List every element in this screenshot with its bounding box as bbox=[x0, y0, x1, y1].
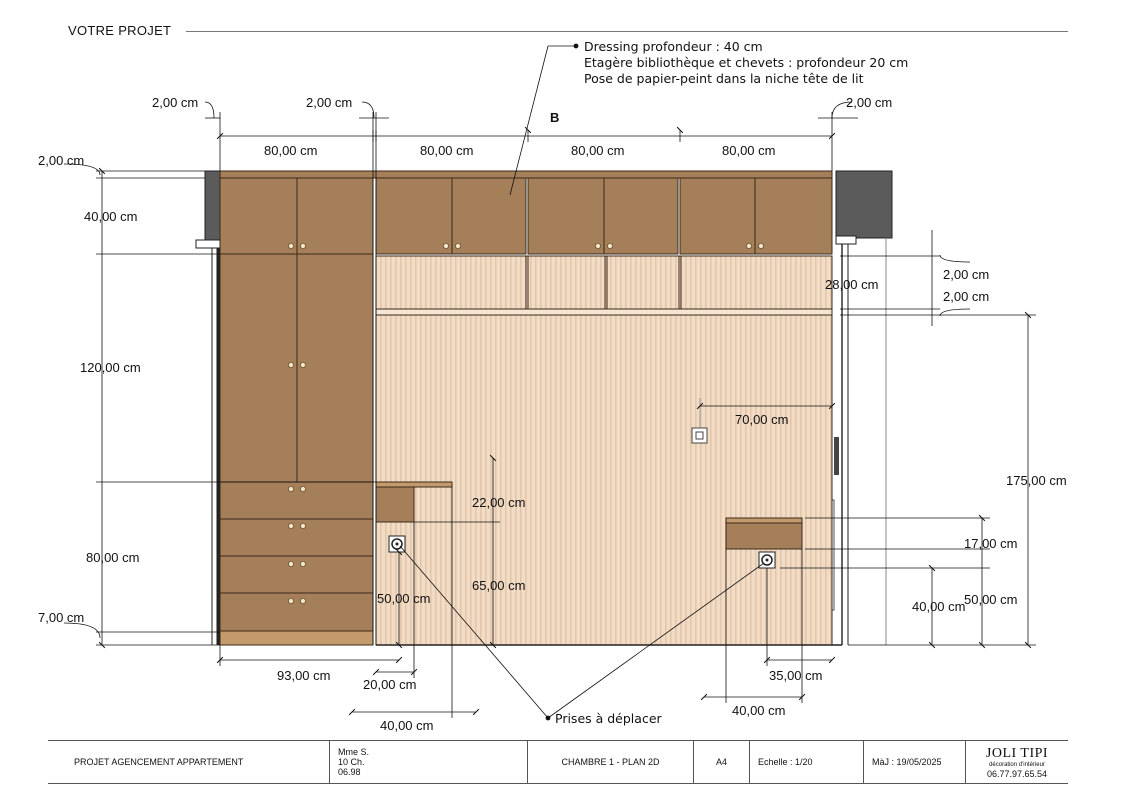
dim-bottom-right-socket: 35,00 cm bbox=[769, 668, 822, 683]
note-bullet bbox=[573, 43, 579, 49]
title-block: PROJET AGENCEMENT APPARTEMENT Mme S. 10 … bbox=[48, 740, 1068, 784]
dressing-column bbox=[219, 253, 374, 646]
dim-shelf-gap-top: 2,00 cm bbox=[943, 267, 989, 282]
elevation-drawing: Dressing profondeur : 40 cm Etagère bibl… bbox=[38, 39, 1067, 733]
brand-phone: 06.77.97.65.54 bbox=[986, 768, 1048, 779]
dimension-lines bbox=[63, 45, 1036, 719]
client-rooms: 10 Ch. bbox=[338, 757, 365, 767]
dim-right-socket-height-a: 50,00 cm bbox=[964, 592, 1017, 607]
title-block-scale: Echelle : 1/20 bbox=[750, 741, 864, 783]
title-block-format: A4 bbox=[694, 741, 750, 783]
dim-wall-left: 2,00 cm bbox=[152, 95, 198, 110]
dim-sconce-offset: 70,00 cm bbox=[735, 412, 788, 427]
dim-wall-mid: 2,00 cm bbox=[306, 95, 352, 110]
note-line-3: Pose de papier-peint dans la niche tête … bbox=[584, 71, 864, 86]
left-socket-icon bbox=[388, 535, 406, 553]
dim-shelf-gap-bottom: 2,00 cm bbox=[943, 289, 989, 304]
dim-left-nightstand-height: 65,00 cm bbox=[472, 578, 525, 593]
title-block-project: PROJET AGENCEMENT APPARTEMENT bbox=[48, 741, 330, 783]
dim-bottom-left-nightstand: 40,00 cm bbox=[380, 718, 433, 733]
dim-left-shelf-depth: 22,00 cm bbox=[472, 495, 525, 510]
left-nightstand bbox=[375, 481, 453, 523]
dim-bottom-left-socket: 20,00 cm bbox=[363, 677, 416, 692]
brand-name: JOLI TIPI bbox=[985, 745, 1049, 761]
dim-top-cabinet-height: 40,00 cm bbox=[84, 209, 137, 224]
dim-col2-width: 80,00 cm bbox=[420, 143, 473, 158]
dim-bottom-left-width: 93,00 cm bbox=[277, 668, 330, 683]
dim-left-socket-height: 50,00 cm bbox=[377, 591, 430, 606]
sockets-note-bullet bbox=[545, 715, 551, 721]
dim-right-socket-height-b: 40,00 cm bbox=[912, 599, 965, 614]
right-socket-icon bbox=[758, 551, 776, 569]
dim-col4-width: 80,00 cm bbox=[722, 143, 775, 158]
dim-bottom-right-nightstand: 40,00 cm bbox=[732, 703, 785, 718]
dim-right-shelf-thickness: 17,00 cm bbox=[964, 536, 1017, 551]
note-line-2: Etagère bibliothèque et chevets : profon… bbox=[584, 55, 908, 70]
dim-col3-width: 80,00 cm bbox=[571, 143, 624, 158]
dim-niche-height: 175,00 cm bbox=[1006, 473, 1067, 488]
dim-shelf-height: 28,00 cm bbox=[825, 277, 878, 292]
wall-light-icon bbox=[691, 398, 708, 444]
dim-dressing-width: 80,00 cm bbox=[264, 143, 317, 158]
dim-drawers-height: 80,00 cm bbox=[86, 550, 139, 565]
title-block-date: MàJ : 19/05/2025 bbox=[864, 741, 966, 783]
right-nightstand bbox=[725, 517, 803, 550]
client-name: Mme S. bbox=[338, 747, 370, 757]
brand-tagline: décoration d'intérieur bbox=[989, 761, 1045, 768]
top-cabinets bbox=[219, 170, 833, 255]
title-block-client: Mme S. 10 Ch. 06.98 bbox=[330, 741, 528, 783]
title-block-brand: JOLI TIPI décoration d'intérieur 06.77.9… bbox=[966, 741, 1068, 783]
dim-plinth-height: 7,00 cm bbox=[38, 610, 84, 625]
title-block-plan: CHAMBRE 1 - PLAN 2D bbox=[528, 741, 694, 783]
niche bbox=[375, 255, 842, 646]
left-wall bbox=[195, 170, 221, 645]
header-rule bbox=[186, 31, 1068, 32]
dim-wall-right: 2,00 cm bbox=[846, 95, 892, 110]
client-code: 06.98 bbox=[338, 767, 361, 777]
dim-tall-cabinet-height: 120,00 cm bbox=[80, 360, 141, 375]
page-title: VOTRE PROJET bbox=[68, 23, 172, 38]
view-label: B bbox=[550, 110, 559, 125]
dim-top-gap: 2,00 cm bbox=[38, 153, 84, 168]
sockets-note: Prises à déplacer bbox=[555, 711, 663, 726]
note-line-1: Dressing profondeur : 40 cm bbox=[584, 39, 763, 54]
